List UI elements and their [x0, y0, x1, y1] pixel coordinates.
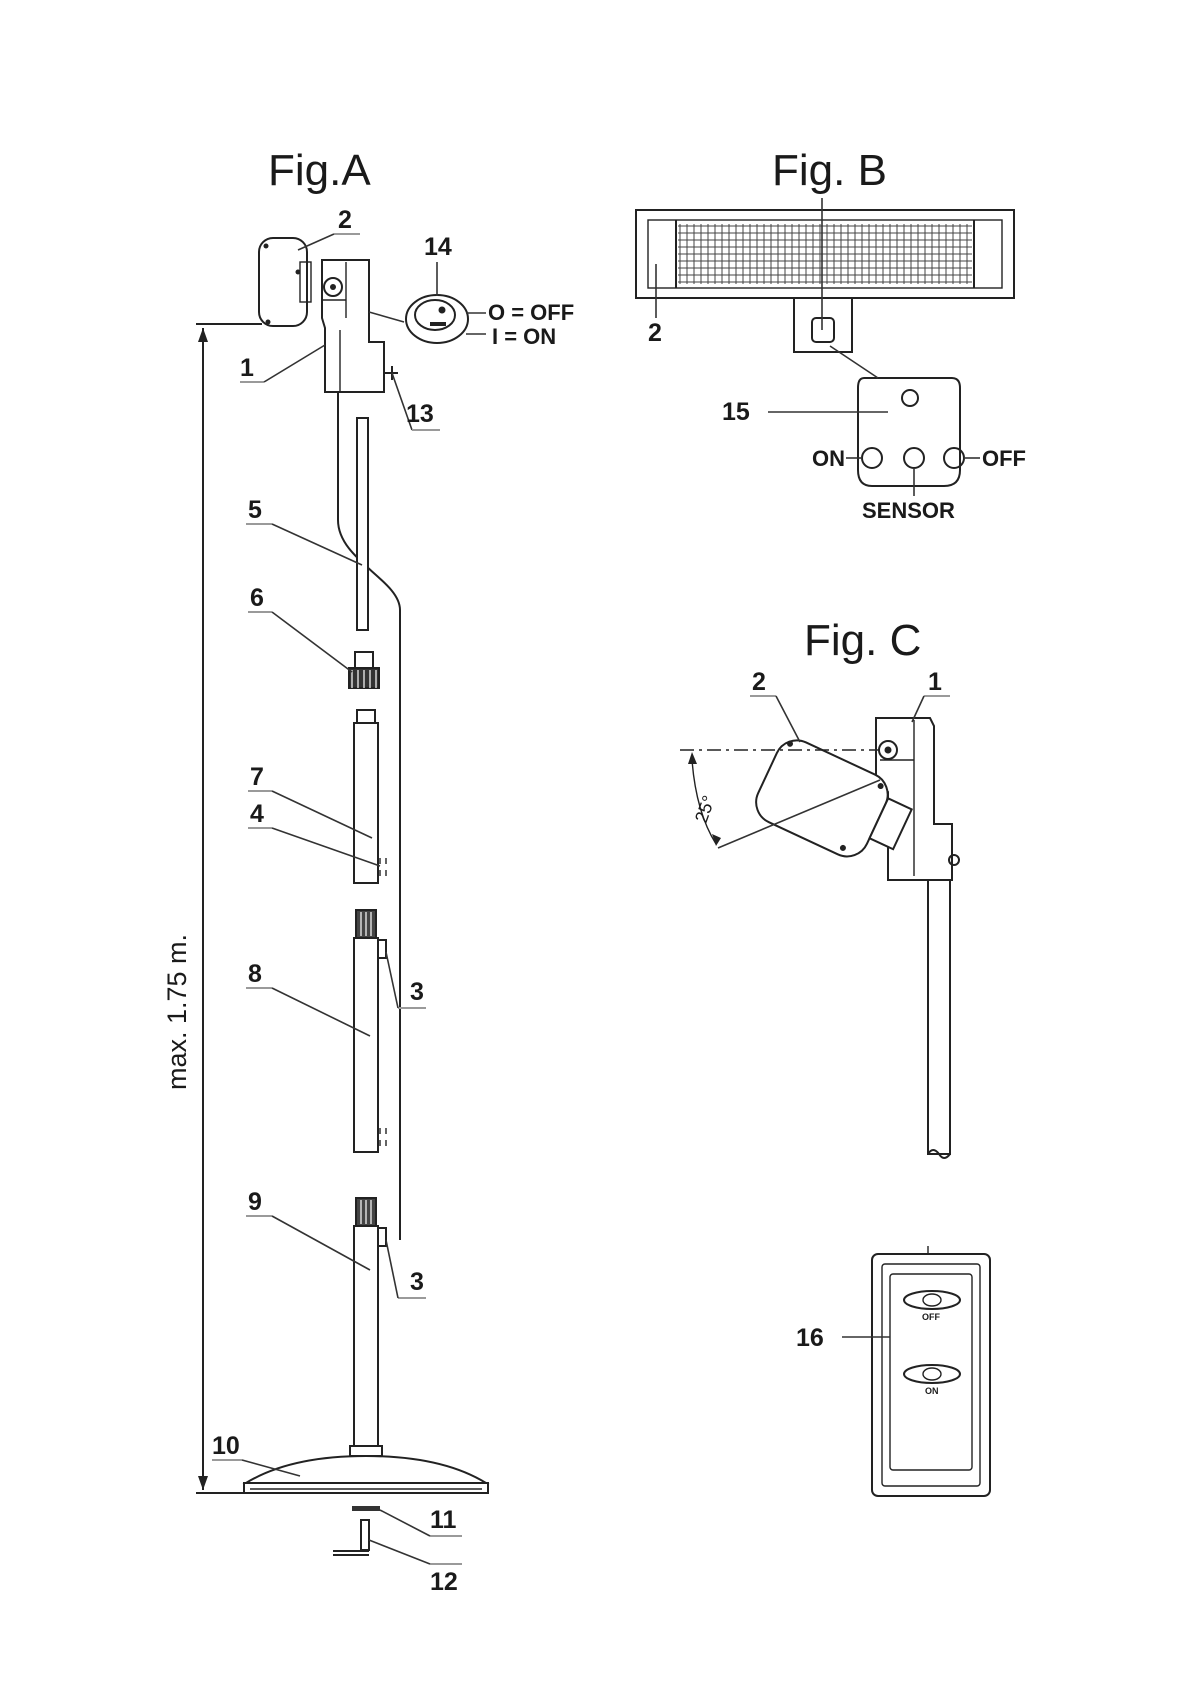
label-13: 13: [406, 400, 434, 428]
figure-b: Fig. B 2 15 ON OFF SENSOR: [636, 146, 1026, 523]
remote-on-label: ON: [925, 1386, 939, 1396]
label-8: 8: [248, 960, 262, 988]
label-4: 4: [250, 800, 264, 828]
label-9: 9: [248, 1188, 262, 1216]
label-6: 6: [250, 584, 264, 612]
fig-c-title: Fig. C: [804, 616, 921, 665]
switch-off-label: O = OFF: [488, 300, 574, 325]
fig-b-label-15: 15: [722, 398, 750, 426]
control-box: [322, 260, 384, 392]
fig-c-label-1: 1: [928, 668, 942, 696]
fig-b-title: Fig. B: [772, 146, 887, 195]
label-5: 5: [248, 496, 262, 524]
bolt: [361, 1520, 369, 1550]
coupling-nut: [355, 652, 373, 668]
fig-b-label-2: 2: [648, 319, 662, 347]
panel-off-label: OFF: [982, 446, 1026, 471]
pole-segment-5: [357, 418, 368, 630]
label-3a: 3: [410, 978, 424, 1006]
pole-segment-9: [354, 1226, 378, 1446]
label-11: 11: [430, 1506, 457, 1534]
label-2: 2: [338, 206, 352, 234]
fig-a-title: Fig.A: [268, 146, 371, 195]
panel-sensor-label: SENSOR: [862, 498, 955, 523]
pole-7-cap: [357, 710, 375, 723]
label-7: 7: [250, 763, 264, 791]
fig-c-pole: [928, 876, 950, 1154]
label-3b: 3: [410, 1268, 424, 1296]
label-1: 1: [240, 354, 254, 382]
pole-segment-7: [354, 723, 378, 883]
control-panel: [858, 378, 960, 486]
pole-segment-8: [354, 938, 378, 1152]
label-10: 10: [212, 1432, 240, 1460]
label-14: 14: [424, 233, 452, 261]
panel-on-label: ON: [812, 446, 845, 471]
remote-off-label: OFF: [922, 1312, 940, 1322]
height-label: max. 1.75 m.: [162, 934, 192, 1090]
fig-c-label-2: 2: [752, 668, 766, 696]
switch-on-label: I = ON: [492, 324, 556, 349]
figure-a: Fig.A 14 O = OFF I = ON 13: [162, 146, 574, 1596]
remote-label-16: 16: [796, 1324, 824, 1352]
remote-control: OFF ON 16: [796, 1246, 990, 1496]
figure-c: Fig. C 25° 2 1: [680, 616, 959, 1158]
label-12: 12: [430, 1568, 458, 1596]
heater-grid: [678, 224, 972, 284]
base-plate: [246, 1456, 486, 1483]
tilt-angle-label: 25°: [691, 793, 719, 825]
